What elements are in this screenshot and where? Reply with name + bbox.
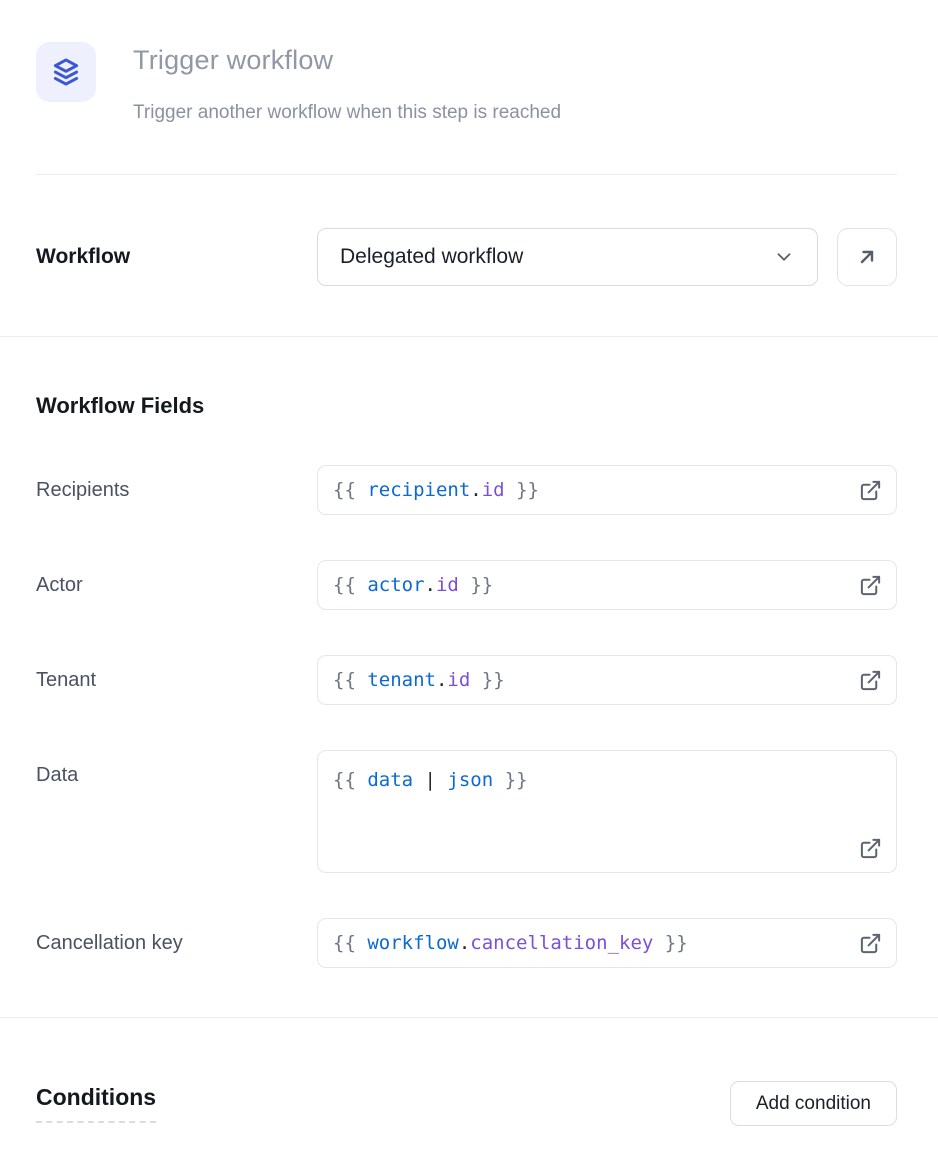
field-label: Tenant [36, 655, 317, 693]
field-row-tenant: Tenant {{ tenant.id }} [36, 655, 897, 705]
external-link-icon[interactable] [859, 479, 882, 502]
workflow-fields-section: Workflow Fields Recipients {{ recipient.… [0, 337, 938, 1018]
workflow-select-value: Delegated workflow [340, 245, 773, 269]
tenant-input[interactable]: {{ tenant.id }} [317, 655, 897, 705]
workflow-select-section: Workflow Delegated workflow [0, 175, 938, 337]
conditions-heading: Conditions [36, 1084, 156, 1123]
recipients-input[interactable]: {{ recipient.id }} [317, 465, 897, 515]
external-link-icon[interactable] [859, 837, 882, 860]
open-workflow-button[interactable] [837, 228, 897, 286]
page-subtitle: Trigger another workflow when this step … [133, 101, 561, 125]
step-icon-box [36, 42, 96, 102]
liquid-expression: {{ data | json }} [333, 761, 882, 795]
chevron-down-icon [773, 246, 795, 268]
workflow-fields-heading: Workflow Fields [36, 393, 897, 419]
field-label: Cancellation key [36, 918, 317, 956]
field-row-data: Data {{ data | json }} [36, 750, 897, 873]
external-link-icon[interactable] [859, 574, 882, 597]
conditions-section: Conditions Add condition [0, 1018, 938, 1126]
field-row-actor: Actor {{ actor.id }} [36, 560, 897, 610]
panel-header: Trigger workflow Trigger another workflo… [0, 0, 938, 175]
workflow-label: Workflow [36, 245, 317, 269]
page-title: Trigger workflow [133, 44, 561, 76]
liquid-expression: {{ workflow.cancellation_key }} [333, 919, 859, 967]
liquid-expression: {{ actor.id }} [333, 561, 859, 609]
external-link-icon[interactable] [859, 932, 882, 955]
data-textarea[interactable]: {{ data | json }} [317, 750, 897, 873]
field-label: Data [36, 750, 317, 788]
actor-input[interactable]: {{ actor.id }} [317, 560, 897, 610]
layers-icon [49, 55, 83, 89]
external-link-icon[interactable] [859, 669, 882, 692]
add-condition-button[interactable]: Add condition [730, 1081, 897, 1126]
field-label: Actor [36, 560, 317, 598]
workflow-select[interactable]: Delegated workflow [317, 228, 818, 286]
cancellation-key-input[interactable]: {{ workflow.cancellation_key }} [317, 918, 897, 968]
liquid-expression: {{ tenant.id }} [333, 656, 859, 704]
field-row-recipients: Recipients {{ recipient.id }} [36, 465, 897, 515]
field-row-cancellation-key: Cancellation key {{ workflow.cancellatio… [36, 918, 897, 968]
field-label: Recipients [36, 465, 317, 503]
arrow-up-right-icon [855, 245, 879, 269]
liquid-expression: {{ recipient.id }} [333, 466, 859, 514]
